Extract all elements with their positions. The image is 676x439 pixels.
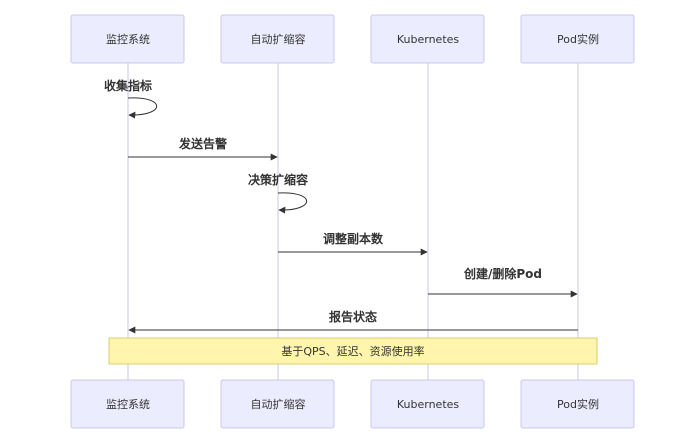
actor-top-autoscaler: 自动扩缩容 [220, 14, 335, 64]
actor-top-monitor: 监控系统 [70, 14, 185, 64]
actor-label: Pod实例 [557, 32, 599, 46]
note-label: 基于QPS、延迟、资源使用率 [281, 344, 424, 358]
message-label-collect: 收集指标 [104, 78, 152, 93]
actor-bottom-k8s: Kubernetes [370, 379, 485, 429]
actor-bottom-autoscaler: 自动扩缩容 [220, 379, 335, 429]
actor-label: Pod实例 [557, 397, 599, 411]
message-arrow-collect [127, 97, 158, 119]
actor-bottom-monitor: 监控系统 [70, 379, 185, 429]
message-label-adjust: 调整副本数 [323, 231, 384, 246]
message-label-decide: 决策扩缩容 [248, 172, 308, 187]
message-label-alert: 发送告警 [178, 136, 227, 151]
actor-top-k8s: Kubernetes [370, 14, 485, 64]
actor-label: Kubernetes [397, 398, 460, 411]
message-arrow-decide [277, 192, 308, 214]
actor-label: 监控系统 [106, 32, 150, 46]
actor-bottom-pod: Pod实例 [520, 379, 635, 429]
note: 基于QPS、延迟、资源使用率 [108, 337, 598, 365]
actor-label: 自动扩缩容 [251, 397, 306, 411]
actor-label: 自动扩缩容 [251, 32, 306, 46]
actor-label: 监控系统 [106, 397, 150, 411]
message-label-report: 报告状态 [329, 309, 377, 324]
actor-label: Kubernetes [397, 33, 460, 46]
message-label-create-delete: 创建/删除Pod [463, 266, 542, 281]
actor-top-pod: Pod实例 [520, 14, 635, 64]
